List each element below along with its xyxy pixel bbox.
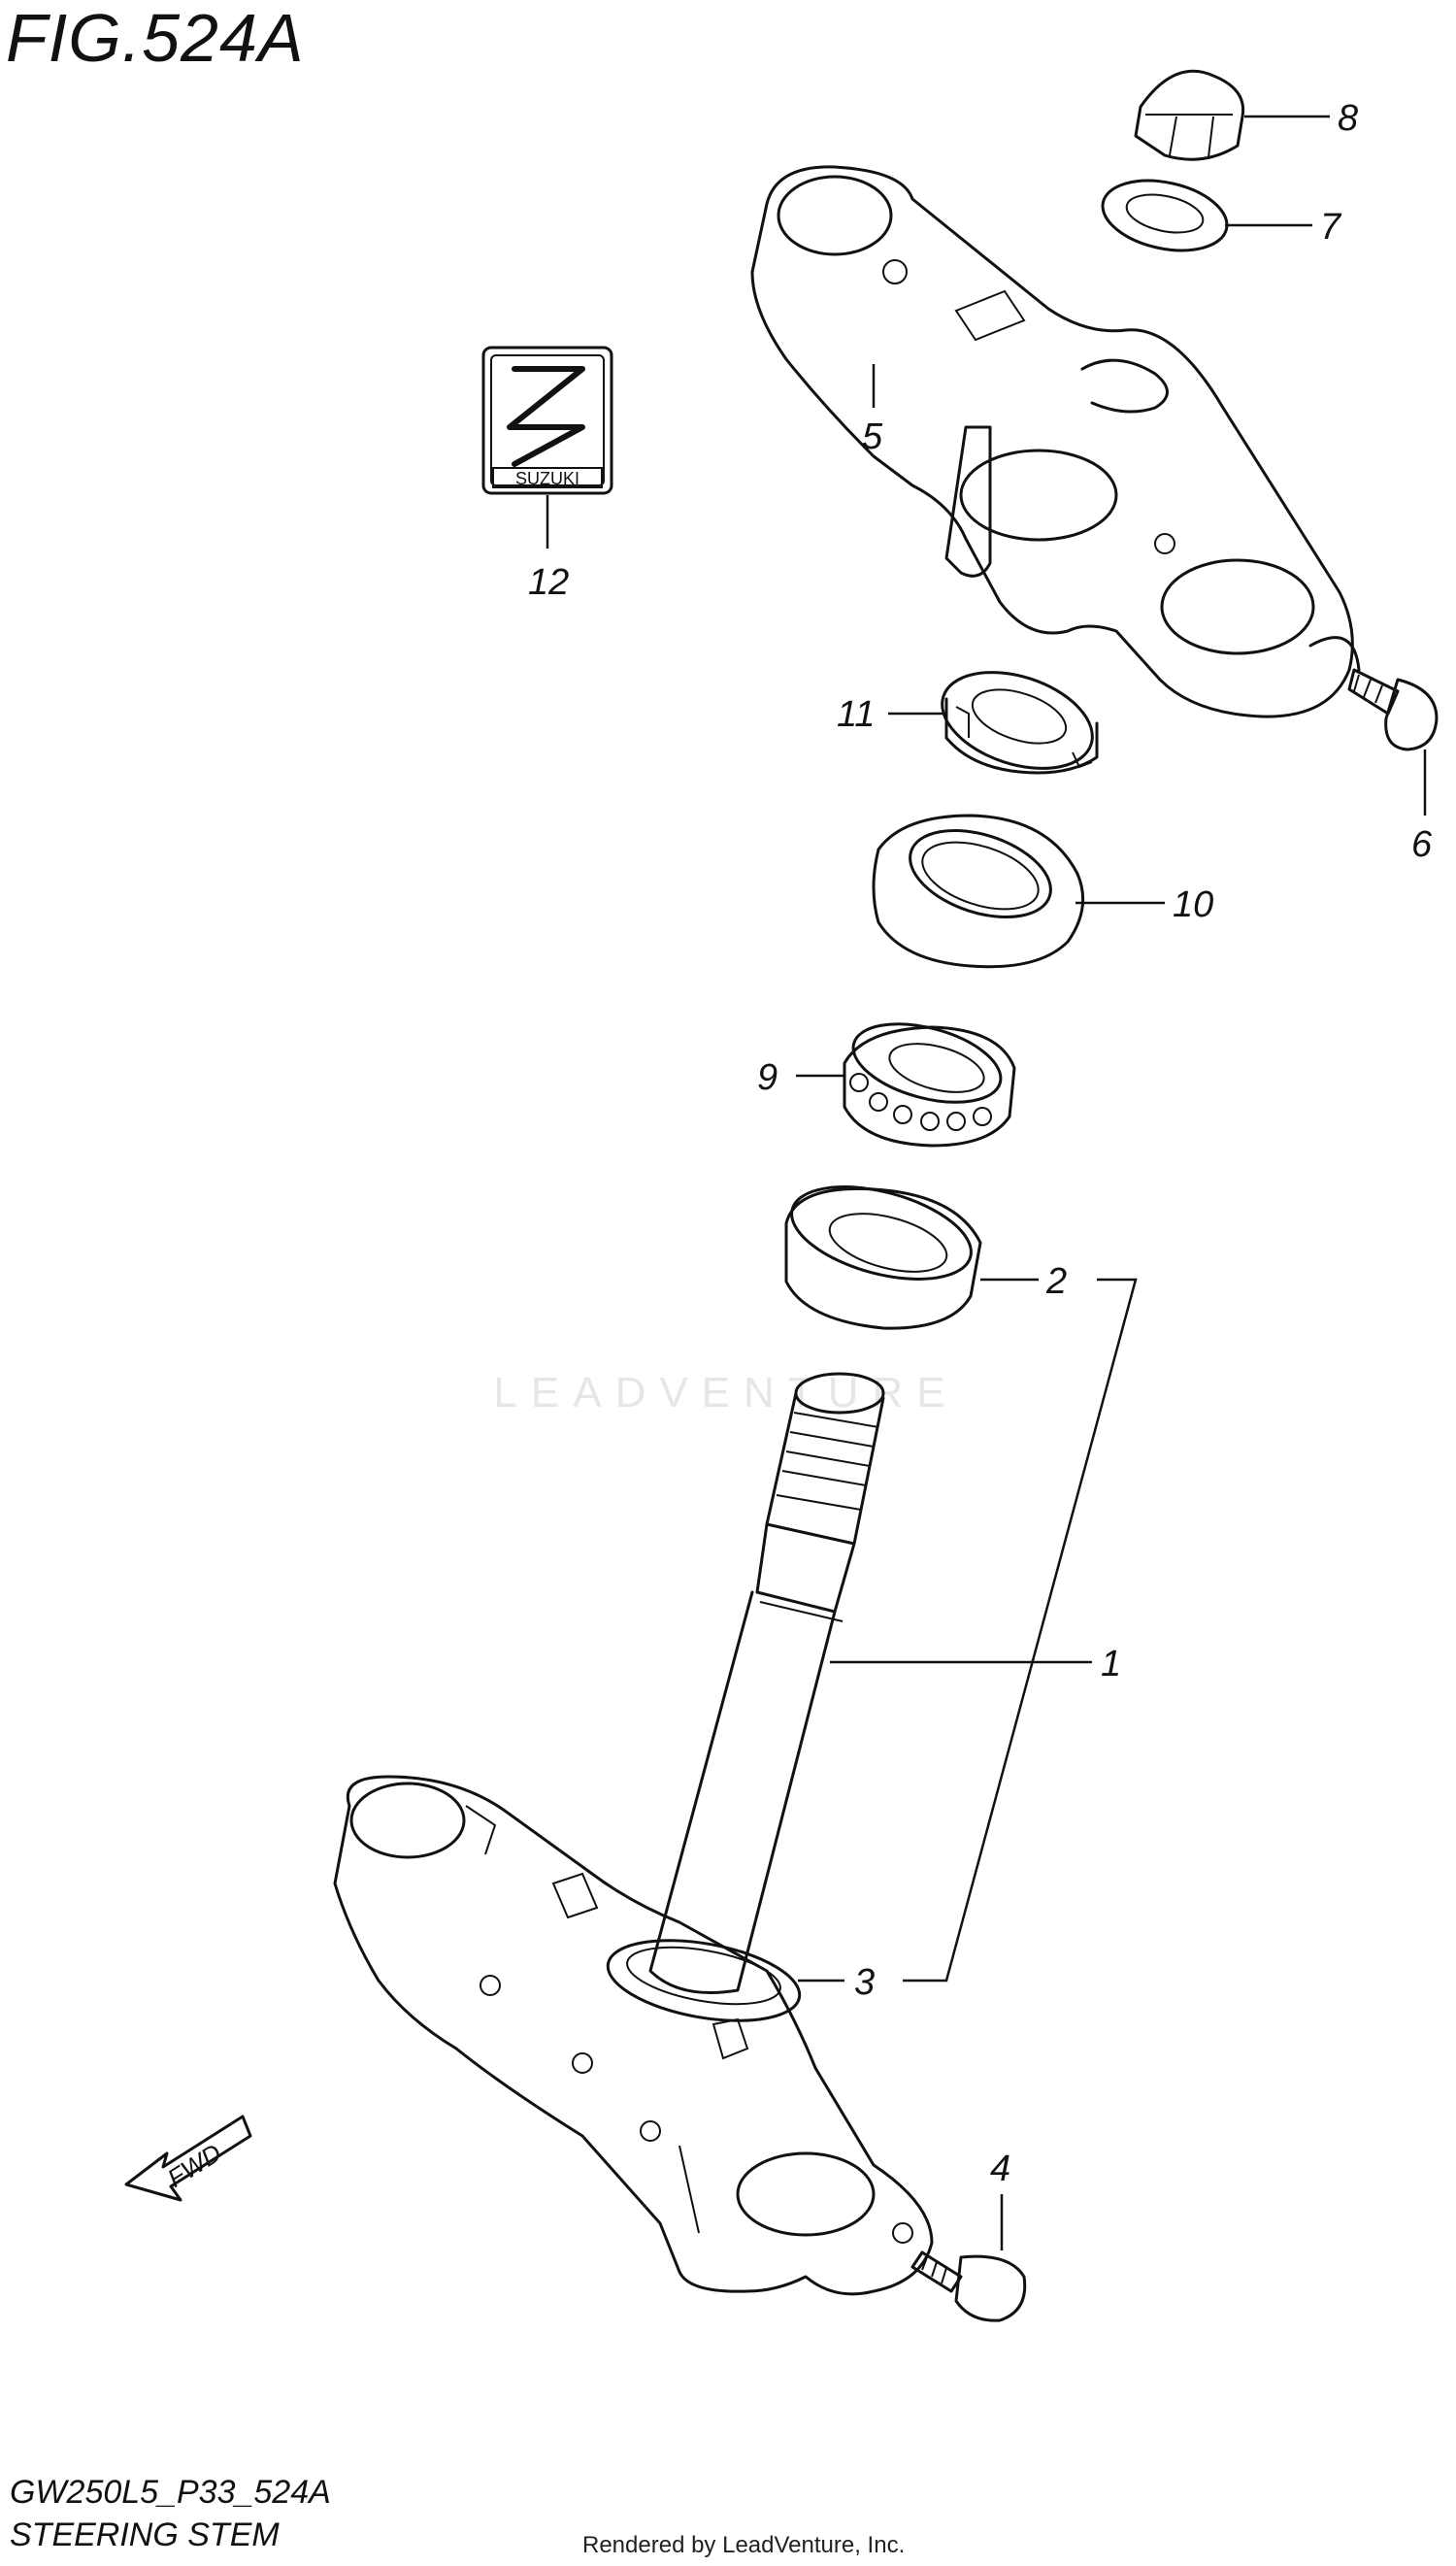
figure-code: GW250L5_P33_524A	[10, 2474, 331, 2511]
washer-part-7[interactable]	[1096, 170, 1233, 261]
bolt-part-6[interactable]	[1347, 668, 1439, 751]
callout-5: 5	[862, 417, 883, 457]
seal-part-3[interactable]	[602, 1927, 806, 2034]
bearing-race-part-2[interactable]	[781, 1170, 982, 1330]
lock-nut-part-11[interactable]	[930, 654, 1105, 785]
callout-4: 4	[990, 2149, 1010, 2189]
bearing-part-9[interactable]	[843, 1010, 1016, 1148]
lower-bracket[interactable]	[333, 1775, 934, 2296]
callout-2: 2	[1045, 1261, 1067, 1302]
bolt-part-4[interactable]	[910, 2250, 1027, 2322]
callout-12: 12	[528, 562, 569, 603]
cap-nut-part-8[interactable]	[1134, 69, 1245, 161]
callout-7: 7	[1320, 207, 1342, 248]
rendered-by-credit: Rendered by LeadVenture, Inc.	[582, 2532, 906, 2558]
callout-6: 6	[1411, 824, 1433, 865]
fwd-direction-arrow: FWD	[124, 2115, 252, 2202]
figure-title: FIG.524A	[6, 0, 305, 76]
figure-name: STEERING STEM	[10, 2516, 280, 2553]
callout-10: 10	[1173, 884, 1213, 925]
callout-11: 11	[837, 694, 875, 735]
suzuki-emblem-part-12[interactable]: SUZUKI	[481, 346, 613, 495]
callout-9: 9	[757, 1057, 778, 1098]
callout-1: 1	[1101, 1644, 1121, 1684]
callout-3: 3	[854, 1962, 875, 2003]
steering-stem-part-1[interactable]	[648, 1372, 885, 1994]
emblem-brand-text: SUZUKI	[515, 469, 579, 488]
dust-seal-part-10[interactable]	[872, 814, 1085, 969]
upper-bracket-part-5[interactable]	[750, 165, 1361, 718]
callout-8: 8	[1338, 98, 1358, 139]
leader-lines	[546, 115, 1427, 2250]
